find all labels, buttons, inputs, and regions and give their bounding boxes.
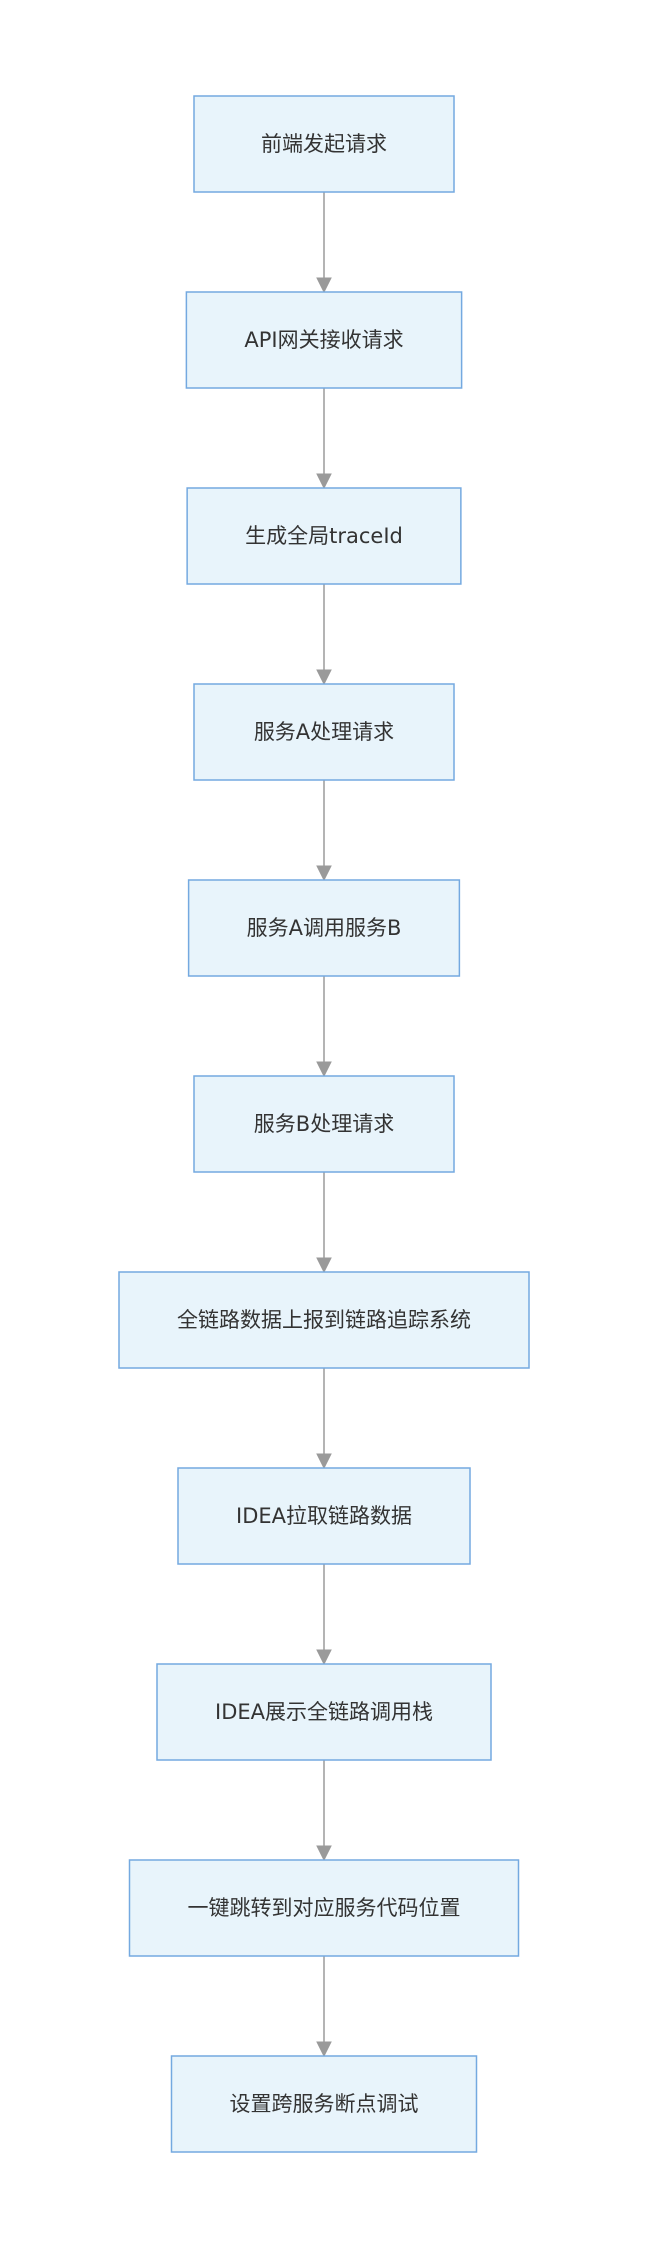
flow-node-box	[185, 291, 463, 389]
flow-edge-n1-n2	[316, 192, 332, 294]
flow-node-box	[128, 1859, 520, 1957]
flow-node-n1: 前端发起请求	[193, 95, 455, 193]
arrow-down-icon	[316, 277, 332, 294]
flow-node-box	[156, 1663, 492, 1761]
flow-edge-n6-n7	[316, 1172, 332, 1274]
flow-node-box	[170, 2055, 478, 2153]
flow-node-box	[187, 879, 461, 977]
arrow-down-icon	[316, 473, 332, 490]
flow-node-box	[118, 1271, 530, 1369]
flow-node-n4: 服务A处理请求	[193, 683, 455, 781]
arrow-down-icon	[316, 1845, 332, 1862]
flowchart-edges	[316, 192, 332, 2058]
arrow-down-icon	[316, 2041, 332, 2058]
flow-node-box	[177, 1467, 471, 1565]
flow-node-n6: 服务B处理请求	[193, 1075, 455, 1173]
flow-node-label: API网关接收请求	[244, 328, 403, 352]
flow-node-label: 全链路数据上报到链路追踪系统	[177, 1308, 471, 1332]
flow-node-n3: 生成全局traceId	[186, 487, 462, 585]
arrow-down-icon	[316, 1061, 332, 1078]
flow-edge-n8-n9	[316, 1564, 332, 1666]
flow-edge-n10-n11	[316, 1956, 332, 2058]
flow-node-box	[193, 95, 455, 193]
flow-node-box	[193, 683, 455, 781]
flow-edge-n7-n8	[316, 1368, 332, 1470]
arrow-down-icon	[316, 865, 332, 882]
flow-node-n11: 设置跨服务断点调试	[170, 2055, 478, 2153]
flow-edge-n3-n4	[316, 584, 332, 686]
flow-edge-n4-n5	[316, 780, 332, 882]
flow-node-n9: IDEA展示全链路调用栈	[156, 1663, 492, 1761]
arrow-down-icon	[316, 1257, 332, 1274]
flow-node-label: IDEA展示全链路调用栈	[215, 1700, 433, 1724]
flow-node-n7: 全链路数据上报到链路追踪系统	[118, 1271, 530, 1369]
arrow-down-icon	[316, 669, 332, 686]
flow-node-label: 服务A处理请求	[254, 720, 394, 744]
flow-node-label: 前端发起请求	[261, 132, 387, 156]
flow-node-label: 一键跳转到对应服务代码位置	[188, 1896, 461, 1920]
flow-node-label: 生成全局traceId	[245, 524, 403, 548]
flow-node-label: 设置跨服务断点调试	[230, 2092, 419, 2116]
flow-node-label: IDEA拉取链路数据	[236, 1504, 412, 1528]
flow-node-label: 服务B处理请求	[254, 1112, 394, 1136]
flow-edge-n9-n10	[316, 1760, 332, 1862]
arrow-down-icon	[316, 1649, 332, 1666]
flow-node-box	[186, 487, 462, 585]
flow-node-label: 服务A调用服务B	[247, 916, 402, 940]
flow-node-n5: 服务A调用服务B	[187, 879, 461, 977]
flow-node-n10: 一键跳转到对应服务代码位置	[128, 1859, 520, 1957]
flow-node-n8: IDEA拉取链路数据	[177, 1467, 471, 1565]
flow-node-n2: API网关接收请求	[185, 291, 463, 389]
flow-edge-n5-n6	[316, 976, 332, 1078]
arrow-down-icon	[316, 1453, 332, 1470]
flow-node-box	[193, 1075, 455, 1173]
flow-edge-n2-n3	[316, 388, 332, 490]
